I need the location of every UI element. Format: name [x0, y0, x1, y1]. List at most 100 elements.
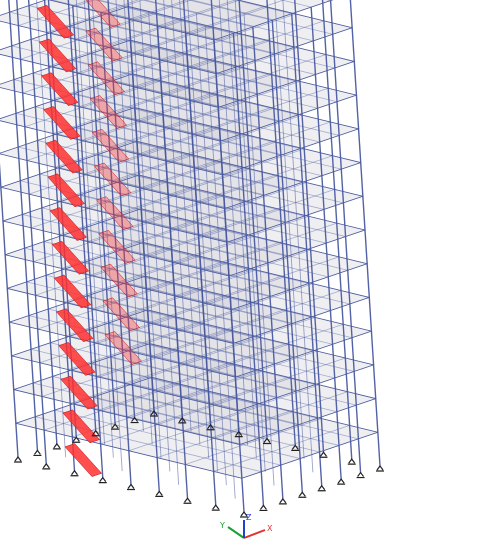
stair-flight [56, 308, 94, 343]
support-symbol [278, 497, 287, 505]
column [115, 0, 144, 432]
beam-y [151, 376, 378, 433]
beam-x [70, 356, 207, 404]
beam-x [135, 74, 272, 121]
beam-x [170, 182, 307, 229]
beam-x [96, 330, 233, 377]
support-symbol [206, 423, 215, 431]
support-symbol [14, 456, 22, 463]
support-symbol [240, 511, 248, 518]
support-symbol [376, 465, 384, 472]
beam-x [133, 40, 270, 88]
beam-x [37, 282, 174, 330]
beam-y [128, 6, 355, 62]
beam-y [52, 376, 279, 432]
beam-y [110, 46, 338, 103]
beam-x [198, 189, 335, 236]
support-symbol [259, 504, 268, 512]
beam-y [108, 322, 335, 379]
beam-x [87, 195, 224, 243]
stair-flight [100, 263, 138, 298]
support-symbol [319, 451, 328, 458]
support-symbol [298, 491, 307, 498]
beam-x [65, 289, 203, 337]
stair-flight [64, 443, 103, 477]
beam-x [144, 208, 281, 256]
beam-x [218, 61, 355, 108]
beam-y [0, 120, 223, 176]
x-axis-arrow [243, 529, 266, 539]
beam-x [222, 128, 359, 176]
support-symbol [42, 462, 51, 470]
beam-y [0, 87, 221, 142]
beam-y [13, 79, 240, 135]
beam-y [187, 0, 273, 21]
beam-y [93, 396, 320, 453]
beam-x [168, 148, 305, 196]
beam-x [48, 19, 185, 67]
beam-y [143, 0, 314, 42]
beam-x [216, 27, 353, 75]
beam-y [63, 234, 290, 291]
support-symbol [317, 484, 326, 492]
beam-x [79, 60, 216, 108]
beam-y [190, 0, 333, 35]
beam-x [204, 290, 342, 337]
beam-x [122, 303, 259, 351]
beam-y [89, 19, 316, 75]
support-symbol [337, 478, 346, 485]
beam-y [0, 186, 227, 243]
beam-y [113, 80, 340, 136]
beam-y [5, 254, 232, 311]
beam-y [69, 25, 297, 82]
column [234, 0, 266, 472]
beam-x [187, 20, 325, 68]
stair-flight [96, 196, 134, 231]
beam-y [110, 356, 337, 413]
beam-y [143, 242, 370, 298]
support-symbol [211, 504, 220, 511]
beam-x [100, 397, 237, 445]
beam-y [136, 140, 363, 197]
column [171, 0, 201, 445]
beam-x [26, 114, 164, 161]
beam-y [97, 0, 294, 48]
beam-x [98, 363, 235, 411]
beam-y [50, 0, 275, 55]
beam-x [85, 161, 222, 209]
beam-y [24, 247, 251, 304]
beam-y [94, 0, 234, 34]
support-symbol [70, 469, 79, 477]
beam-y [33, 72, 260, 129]
beam-x [91, 262, 229, 310]
beam-y [115, 113, 342, 170]
stair-flight [38, 38, 77, 73]
beam-x [94, 296, 231, 344]
column [195, 13, 227, 486]
stair-flight [102, 297, 141, 332]
stair-elements [36, 0, 143, 477]
beam-x [61, 222, 198, 269]
beam-y [71, 369, 299, 426]
beam-y [65, 268, 292, 325]
beam-x [226, 195, 363, 243]
column [75, 0, 105, 445]
beam-x [31, 181, 168, 229]
beam-x [131, 6, 268, 54]
beam-x [241, 431, 378, 479]
beam-x [89, 228, 227, 276]
beam-x [185, 0, 285, 34]
beam-x [57, 154, 194, 202]
support-symbol [183, 497, 192, 504]
beam-y [128, 316, 355, 372]
beam-y [13, 389, 240, 445]
beam-y [11, 45, 238, 102]
beam-x [100, 0, 140, 13]
beam-y [91, 362, 318, 419]
beam-y [76, 126, 303, 183]
beam-y [138, 174, 366, 231]
beam-x [200, 222, 337, 270]
y-axis-arrow [227, 526, 245, 539]
